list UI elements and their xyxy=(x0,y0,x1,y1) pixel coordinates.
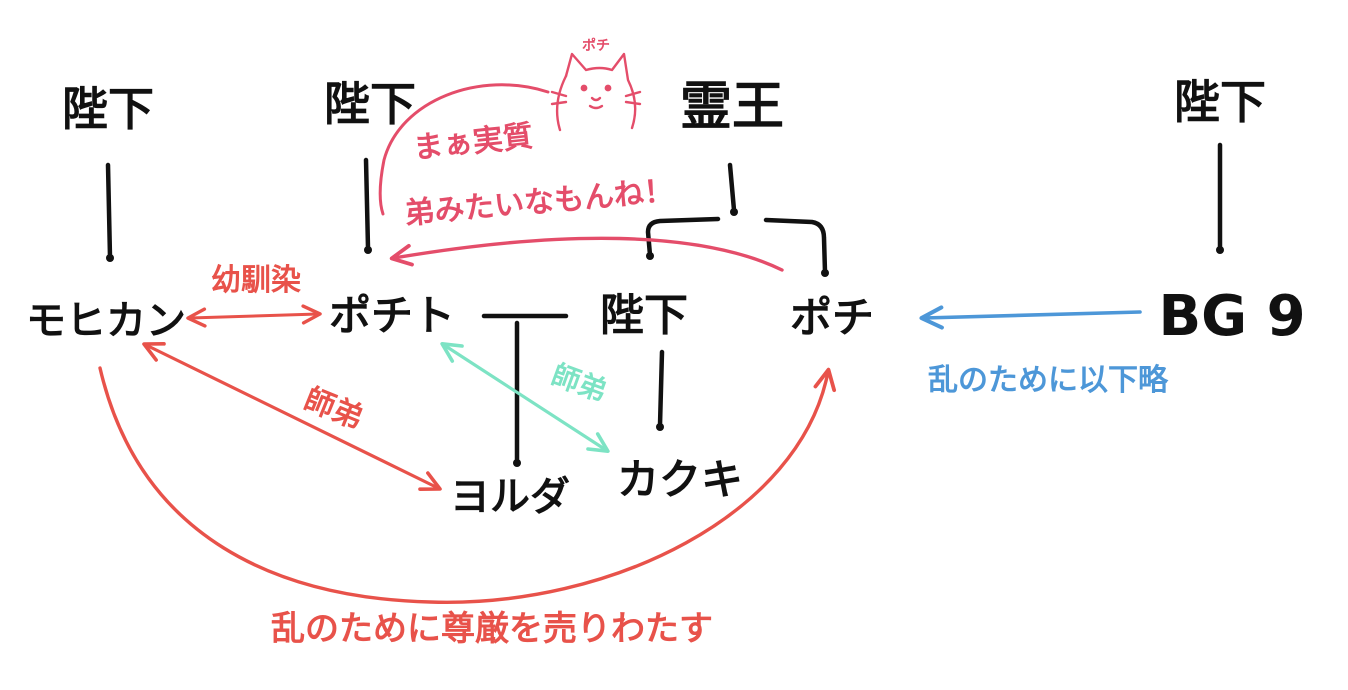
node-kakuki: カクキ xyxy=(617,455,743,504)
link-heika-pochito xyxy=(363,157,371,251)
node-heika-left: 陛下 xyxy=(62,82,154,136)
arrow-pink-from-cat xyxy=(378,83,550,216)
label-ransame: 乱のために尊厳を売りわたす xyxy=(271,609,713,649)
link-reio-pochi xyxy=(763,217,828,275)
node-labels: 陛下 陛下 霊王 陛下 モヒカン ポチト 陛下 ポチ BG 9 ヨルダ カクキ xyxy=(26,75,1306,520)
arrow-ransame xyxy=(98,366,837,604)
node-heika-right: 陛下 xyxy=(1174,75,1266,129)
node-pochito: ポチト xyxy=(329,291,455,340)
arrow-bg9-to-pochi xyxy=(919,305,1142,330)
node-pochi: ポチ xyxy=(790,293,874,342)
label-osananajimi: 幼馴染 xyxy=(211,263,301,298)
label-maa-line1: まぁ実質 xyxy=(412,119,535,166)
link-reio-split xyxy=(645,216,721,258)
node-heika-mid: 陛下 xyxy=(324,77,416,131)
label-maa-line2: 弟みたいなもんね！ xyxy=(403,173,675,231)
link-reio-down xyxy=(727,162,737,213)
label-ran-ika: 乱のために以下略 xyxy=(928,363,1169,398)
node-reio: 霊王 xyxy=(680,77,784,137)
arrow-pink-to-pochito xyxy=(389,236,784,272)
cat-badge: ポチ xyxy=(582,37,610,54)
label-shitei-mint: 師弟 xyxy=(547,358,611,408)
node-yoruda: ヨルダ xyxy=(450,474,570,520)
cat-doodle-icon: ポチ xyxy=(550,37,642,132)
relationship-arrows xyxy=(98,83,1142,604)
label-shitei-red: 師弟 xyxy=(299,382,368,437)
arrow-shitei-mint xyxy=(440,341,610,454)
node-heika-center: 陛下 xyxy=(600,290,688,341)
link-center-kakuki xyxy=(657,349,665,428)
node-mohikan: モヒカン xyxy=(26,298,186,344)
node-bg9: BG 9 xyxy=(1158,284,1305,349)
edge-labels: 幼馴染 師弟 師弟 乱のために尊厳を売りわたす 乱のために以下略 まぁ実質 弟み… xyxy=(211,119,1169,649)
arrow-osananajimi xyxy=(186,304,322,328)
arrow-shitei-red xyxy=(142,342,442,491)
link-heika-mohikan xyxy=(105,162,113,260)
